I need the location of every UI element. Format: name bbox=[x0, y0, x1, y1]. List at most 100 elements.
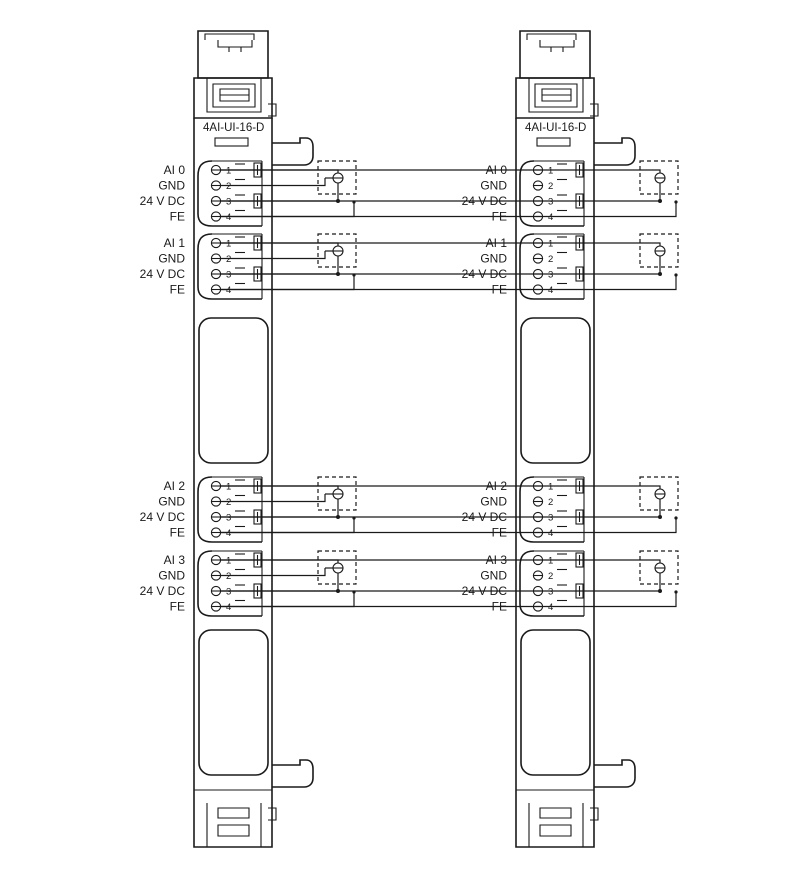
pin-label: GND bbox=[480, 569, 507, 583]
pin-label: GND bbox=[158, 495, 185, 509]
empty-slot-upper bbox=[520, 317, 591, 464]
pin-label: 24 V DC bbox=[140, 584, 186, 598]
pin-label: GND bbox=[480, 179, 507, 193]
io-module-left: 4AI-UI-16-D bbox=[193, 30, 314, 848]
wiring bbox=[221, 485, 356, 534]
pin-number: 2 bbox=[548, 181, 553, 192]
pin-number: 2 bbox=[226, 571, 231, 582]
top-latch bbox=[193, 30, 277, 119]
terminal-pin: 2 bbox=[532, 568, 567, 582]
empty-slot-upper bbox=[198, 317, 269, 464]
pin-label: 24 V DC bbox=[140, 194, 186, 208]
terminal-pin: 2 bbox=[210, 494, 245, 508]
pin-number: 3 bbox=[548, 513, 553, 524]
terminal-pin: 4 bbox=[210, 209, 245, 223]
pin-number: 1 bbox=[226, 166, 231, 177]
side-hook-bottom bbox=[594, 759, 636, 788]
model-plate: 4AI-UI-16-D bbox=[525, 122, 586, 147]
bottom-latch bbox=[528, 803, 599, 847]
pin-label: GND bbox=[480, 252, 507, 266]
pin-number: 1 bbox=[548, 482, 553, 493]
pin-label: GND bbox=[158, 569, 185, 583]
pin-number: 4 bbox=[548, 602, 553, 613]
terminal-pin: 1 bbox=[210, 236, 245, 250]
signal-label: AI 0 bbox=[164, 163, 186, 177]
pin-number: 4 bbox=[548, 528, 553, 539]
pin-number: 2 bbox=[548, 254, 553, 265]
pin-number: 4 bbox=[548, 212, 553, 223]
wiring bbox=[221, 242, 678, 291]
model-label: 4AI-UI-16-D bbox=[525, 122, 586, 134]
pin-number: 4 bbox=[548, 285, 553, 296]
connector-block-ai0 bbox=[197, 160, 263, 227]
connector-block-ai0 bbox=[519, 160, 585, 227]
pin-label: FE bbox=[170, 210, 185, 224]
connector-block-ai1 bbox=[197, 233, 263, 300]
side-hook-top bbox=[272, 137, 314, 166]
connector-block-ai3 bbox=[519, 550, 585, 617]
pin-label: GND bbox=[158, 179, 185, 193]
pin-number: 4 bbox=[226, 602, 231, 613]
pin-label: GND bbox=[480, 495, 507, 509]
pin-number: 4 bbox=[226, 528, 231, 539]
empty-slot-lower bbox=[198, 629, 269, 776]
pin-number: 4 bbox=[226, 285, 231, 296]
wiring bbox=[221, 242, 356, 291]
connector-block-ai2 bbox=[197, 476, 263, 543]
pin-number: 2 bbox=[226, 254, 231, 265]
terminal-pin: 2 bbox=[532, 178, 567, 192]
pin-label: 24 V DC bbox=[140, 510, 186, 524]
connector-block-ai3 bbox=[197, 550, 263, 617]
wiring bbox=[221, 559, 356, 608]
connector-block-ai1 bbox=[519, 233, 585, 300]
pin-label: GND bbox=[158, 252, 185, 266]
pin-number: 3 bbox=[548, 587, 553, 598]
pin-number: 1 bbox=[226, 556, 231, 567]
pin-number: 1 bbox=[548, 556, 553, 567]
terminal-pin: 4 bbox=[210, 599, 245, 613]
pin-number: 4 bbox=[226, 212, 231, 223]
wiring bbox=[221, 169, 678, 218]
pin-number: 3 bbox=[548, 197, 553, 208]
connector-block-ai2 bbox=[519, 476, 585, 543]
signal-label: AI 2 bbox=[164, 479, 186, 493]
terminal-pin: 2 bbox=[532, 494, 567, 508]
pin-label: FE bbox=[170, 526, 185, 540]
pin-number: 3 bbox=[226, 513, 231, 524]
pin-number: 3 bbox=[548, 270, 553, 281]
terminal-pin: 1 bbox=[210, 163, 245, 177]
model-plate: 4AI-UI-16-D bbox=[203, 122, 264, 147]
io-module-right: 4AI-UI-16-D bbox=[515, 30, 636, 848]
terminal-pin: 3 bbox=[210, 510, 245, 524]
empty-slot-lower bbox=[520, 629, 591, 776]
pin-number: 1 bbox=[226, 239, 231, 250]
signal-label: AI 1 bbox=[164, 236, 186, 250]
module-housing bbox=[515, 118, 595, 848]
pin-label: FE bbox=[170, 600, 185, 614]
wiring bbox=[221, 169, 356, 218]
terminal-pin: 2 bbox=[210, 568, 245, 582]
side-hook-top bbox=[594, 137, 636, 166]
wiring bbox=[221, 485, 678, 534]
pin-number: 2 bbox=[226, 181, 231, 192]
terminal-pin: 1 bbox=[210, 479, 245, 493]
terminal-pin: 4 bbox=[210, 525, 245, 539]
bottom-latch bbox=[206, 803, 277, 847]
pin-number: 2 bbox=[548, 571, 553, 582]
pin-number: 1 bbox=[226, 482, 231, 493]
top-latch bbox=[515, 30, 599, 119]
pin-label: FE bbox=[170, 283, 185, 297]
model-label: 4AI-UI-16-D bbox=[203, 122, 264, 134]
side-hook-bottom bbox=[272, 759, 314, 788]
module-housing bbox=[193, 118, 273, 848]
pin-number: 1 bbox=[548, 166, 553, 177]
wiring bbox=[221, 559, 678, 608]
